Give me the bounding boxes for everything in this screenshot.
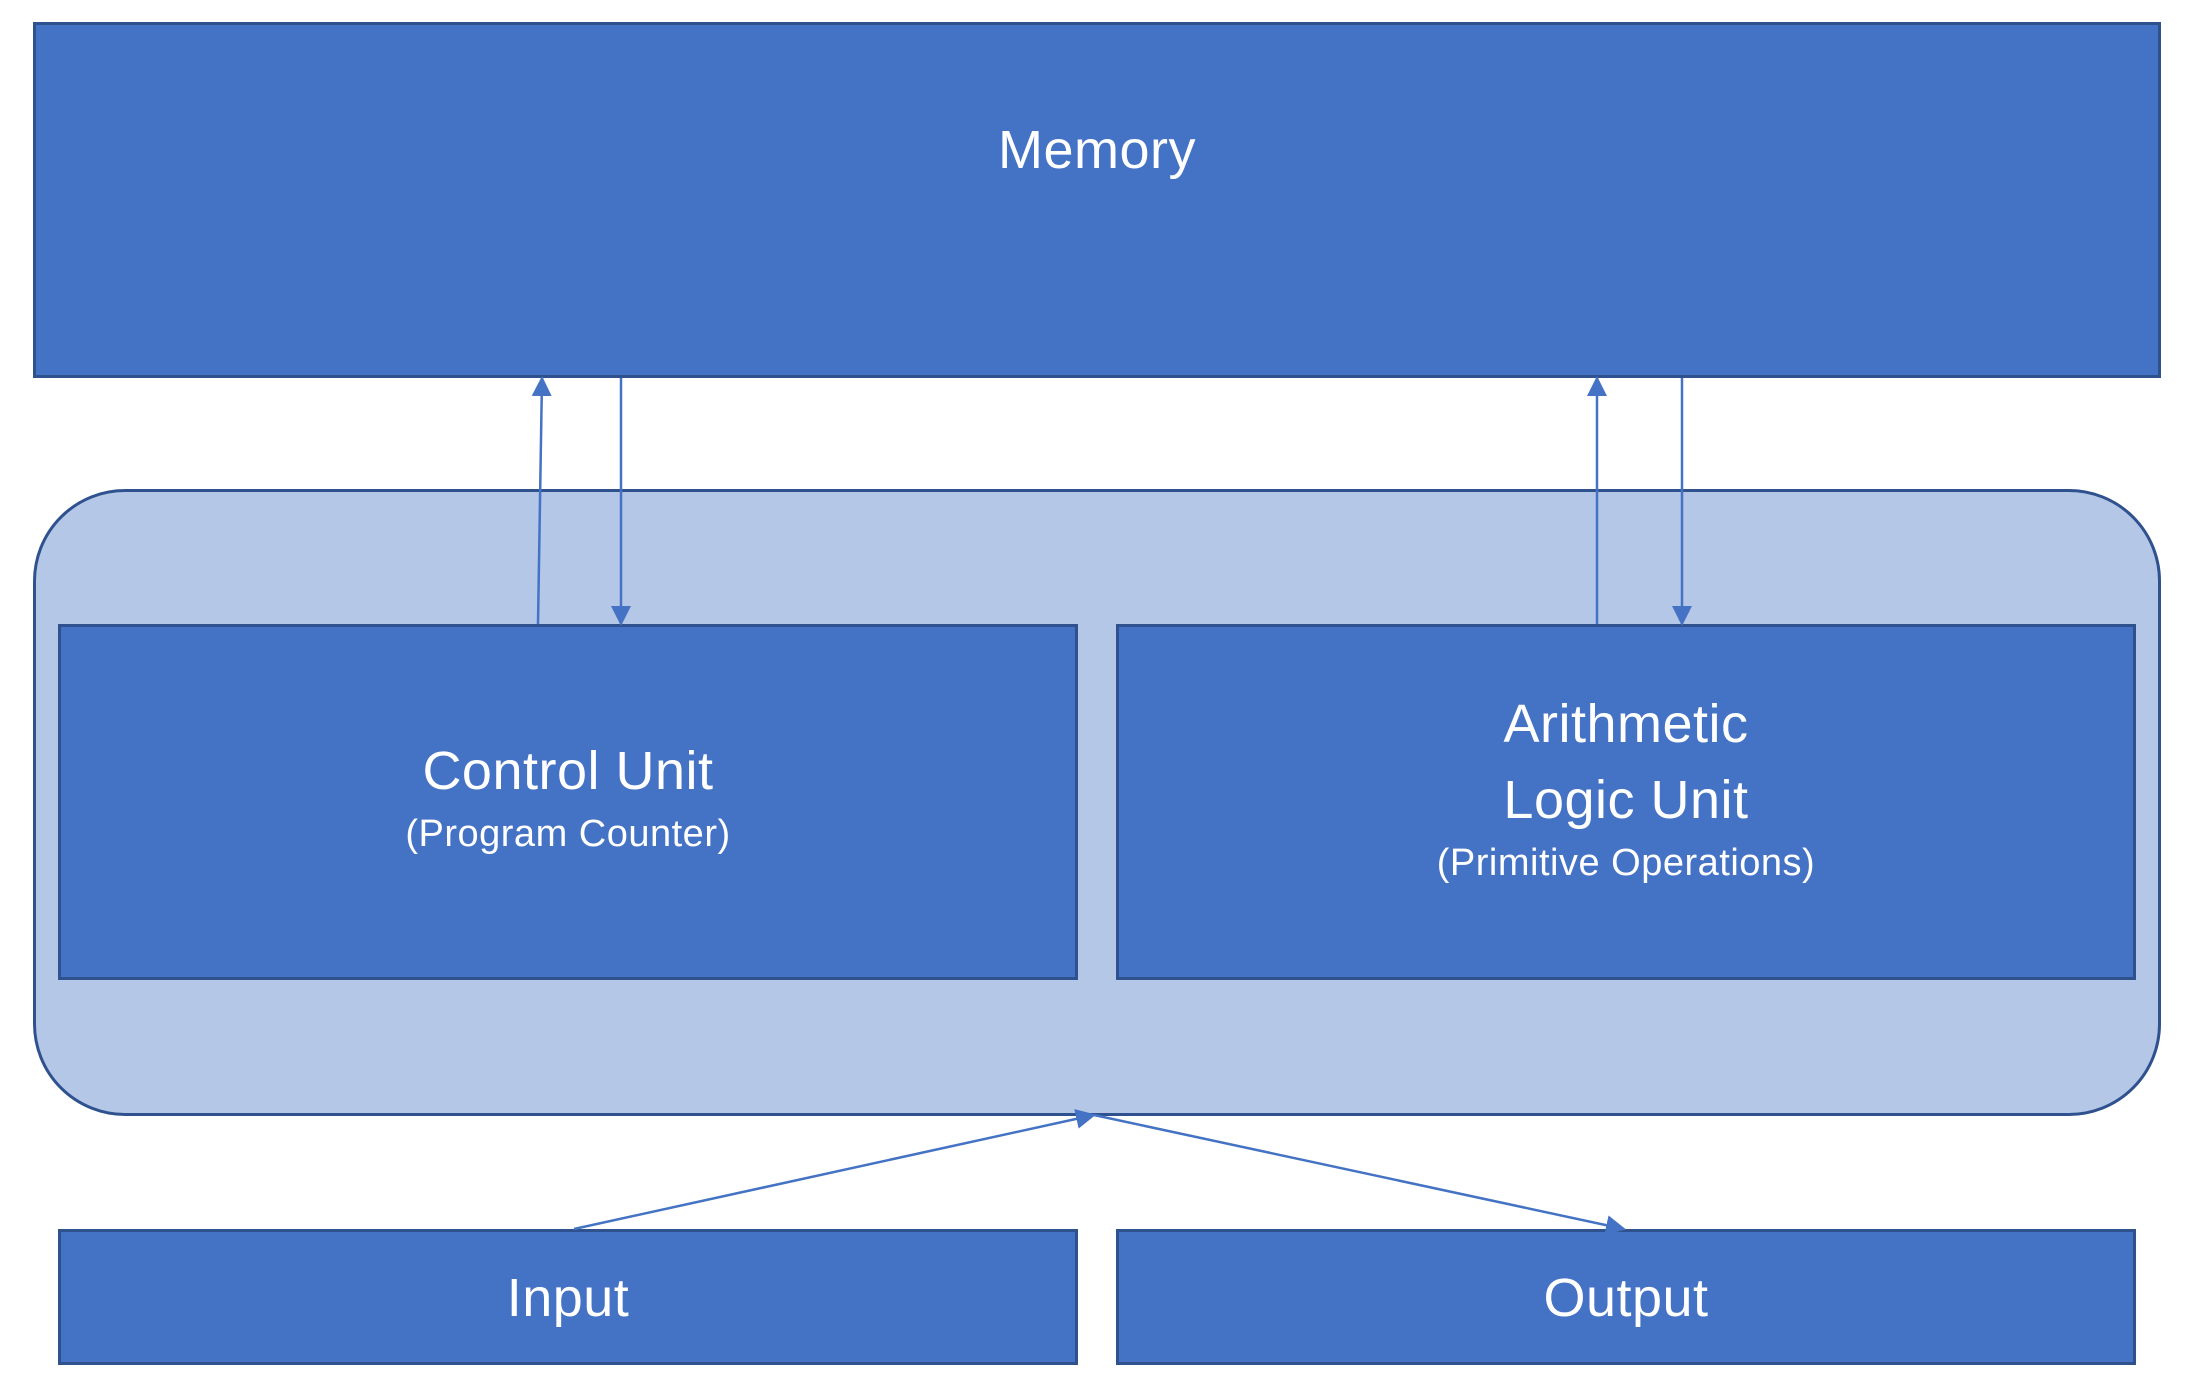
output-box: Output bbox=[1116, 1229, 2136, 1365]
memory-label: Memory bbox=[997, 120, 1196, 180]
alu-label-line2: Logic Unit bbox=[1503, 770, 1749, 830]
alu-label-line1: Arithmetic bbox=[1503, 694, 1749, 754]
input-label: Input bbox=[506, 1268, 630, 1328]
cpu-to-output-arrow bbox=[1093, 1113, 1626, 1235]
memory-box: Memory bbox=[33, 22, 2161, 378]
control-unit-sublabel: (Program Counter) bbox=[405, 813, 731, 855]
input-to-cpu-arrow bbox=[573, 1109, 1096, 1231]
input-box: Input bbox=[58, 1229, 1078, 1365]
alu-sublabel: (Primitive Operations) bbox=[1436, 842, 1816, 884]
output-label: Output bbox=[1543, 1268, 1709, 1328]
alu-box: Arithmetic Logic Unit (Primitive Operati… bbox=[1116, 624, 2136, 980]
control-unit-label: Control Unit bbox=[422, 741, 714, 801]
control-unit-box: Control Unit (Program Counter) bbox=[58, 624, 1078, 980]
